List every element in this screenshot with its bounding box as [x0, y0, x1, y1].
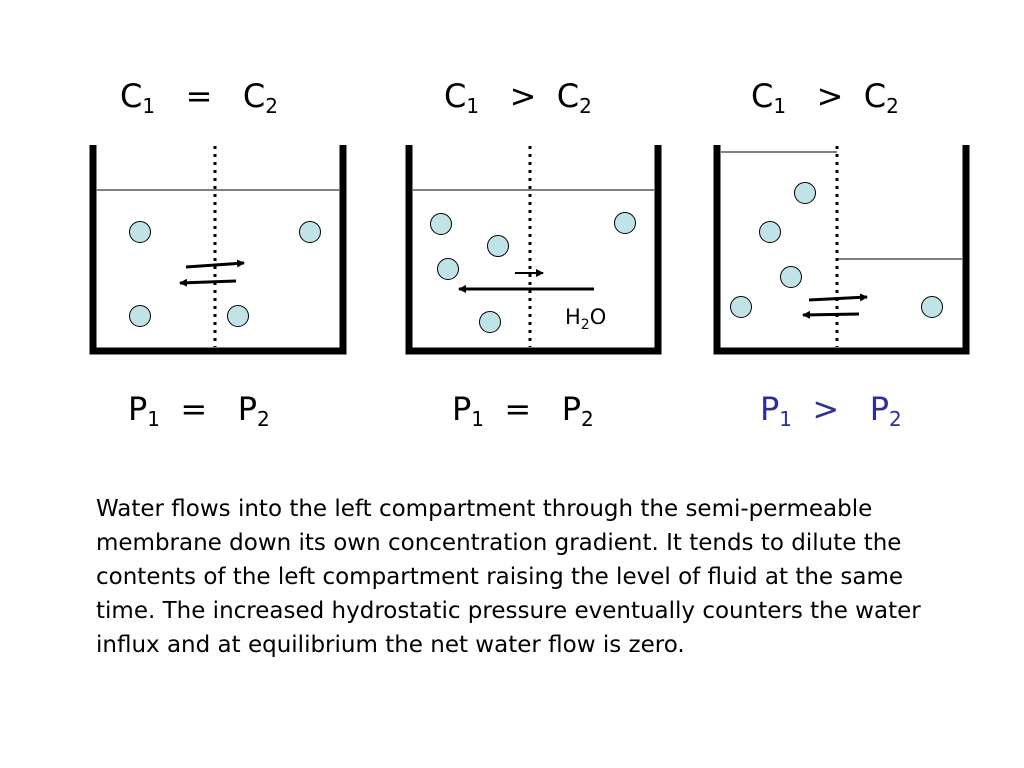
relation-symbol: >	[816, 77, 844, 115]
p1-symbol: P	[760, 390, 780, 428]
solute-particle	[794, 182, 816, 204]
p2-subscript: 2	[257, 407, 270, 431]
panel-1-pressure-formula: P1 = P2	[128, 389, 270, 429]
p1-subscript: 1	[147, 407, 161, 431]
beaker-walls	[405, 145, 662, 355]
solute-particle	[227, 305, 249, 327]
c1-subscript: 1	[142, 94, 156, 118]
solute-particle	[299, 221, 321, 243]
c1-symbol: C	[444, 77, 467, 115]
relation-symbol: =	[180, 390, 208, 428]
solute-particle	[129, 305, 151, 327]
p2-subscript: 2	[889, 407, 902, 431]
flow-arrow-right	[808, 293, 868, 302]
c2-symbol: C	[242, 77, 266, 115]
beaker-walls	[89, 145, 347, 355]
c1-symbol: C	[120, 77, 143, 115]
p2-subscript: 2	[581, 407, 594, 431]
solute-particle	[614, 212, 636, 234]
c1-subscript: 1	[773, 94, 787, 118]
c2-symbol: C	[556, 77, 580, 115]
panel-3-concentration-formula: C1 > C2	[751, 76, 899, 116]
solute-particle	[921, 296, 943, 318]
flow-arrow-left	[802, 310, 860, 319]
p2-symbol: P	[869, 390, 889, 428]
explanation-caption: Water flows into the left compartment th…	[96, 496, 921, 658]
solute-particle	[129, 221, 151, 243]
p1-subscript: 1	[779, 407, 793, 431]
solute-particle	[430, 213, 452, 235]
p2-symbol: P	[561, 390, 581, 428]
water-flow-label: H2O	[565, 305, 606, 333]
panel-2-concentration-formula: C1 > C2	[444, 76, 592, 116]
c2-subscript: 2	[265, 94, 278, 118]
c2-subscript: 2	[886, 94, 899, 118]
solute-particle	[479, 311, 501, 333]
p1-subscript: 1	[471, 407, 485, 431]
panel-2-container: H2O	[405, 145, 662, 355]
p1-symbol: P	[128, 390, 148, 428]
relation-symbol: >	[812, 390, 840, 428]
relation-symbol: >	[509, 77, 537, 115]
panel-3-pressure-formula: P1 > P2	[760, 389, 902, 429]
panel-1-concentration-formula: C1 = C2	[120, 76, 278, 116]
c2-subscript: 2	[579, 94, 592, 118]
c1-symbol: C	[751, 77, 774, 115]
p2-symbol: P	[237, 390, 257, 428]
relation-symbol: =	[504, 390, 532, 428]
c2-symbol: C	[863, 77, 887, 115]
panel-3-container	[713, 145, 970, 355]
relation-symbol: =	[185, 77, 213, 115]
solute-particle	[759, 221, 781, 243]
panel-1-container	[89, 145, 347, 355]
c1-subscript: 1	[466, 94, 480, 118]
solute-particle	[437, 258, 459, 280]
flow-arrow-left	[179, 278, 237, 287]
solute-particle	[487, 235, 509, 257]
solute-particle	[780, 266, 802, 288]
p1-symbol: P	[452, 390, 472, 428]
beaker-walls	[713, 145, 970, 355]
flow-arrow-right	[185, 259, 245, 269]
solute-particle	[730, 296, 752, 318]
panel-2-pressure-formula: P1 = P2	[452, 389, 594, 429]
